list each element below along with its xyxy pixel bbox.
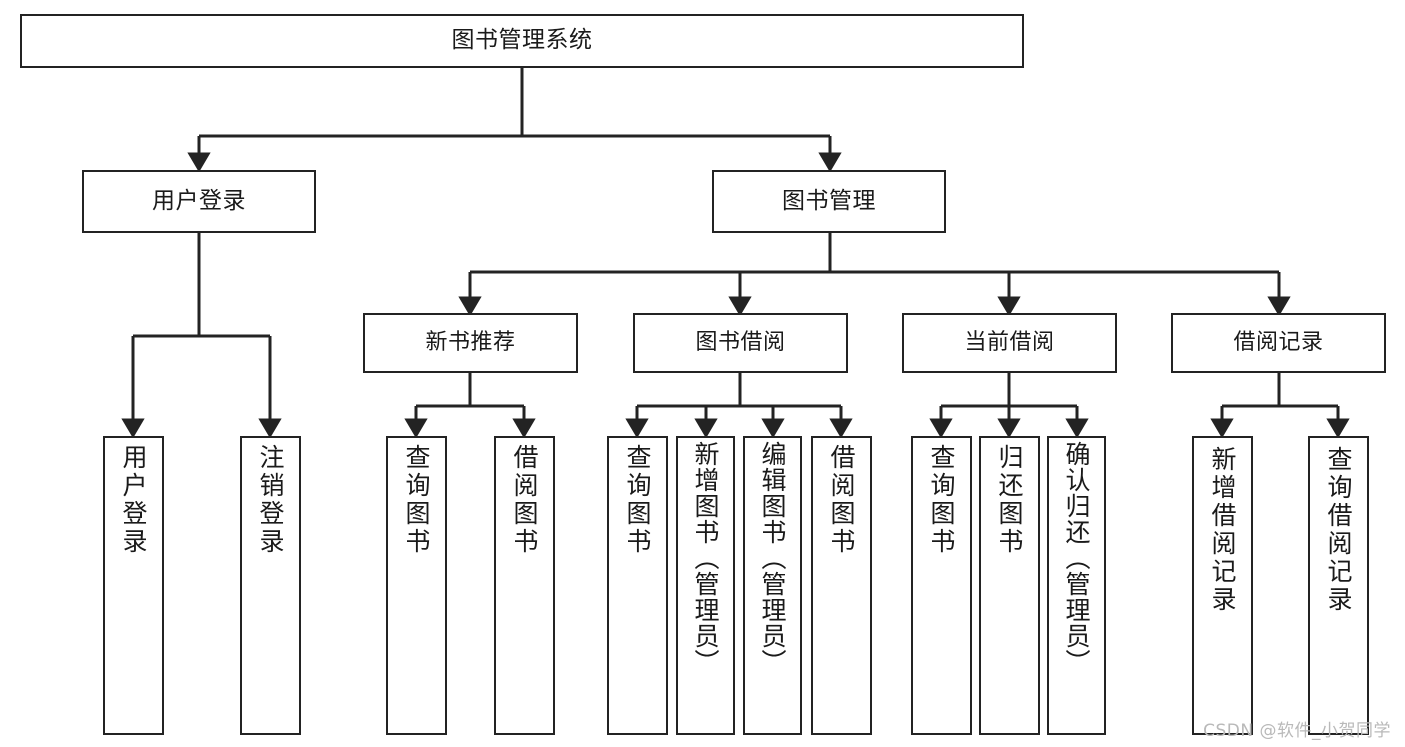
leaf-query-book-1[interactable]: 查询图书	[386, 436, 447, 735]
node-new-book-rec-label: 新书推荐	[425, 330, 516, 356]
node-borrow-record-label: 借阅记录	[1233, 330, 1324, 356]
leaf-add-book[interactable]: 新增图书（管理员）	[676, 436, 735, 735]
leaf-return-book-label: 归还图书	[995, 444, 1024, 556]
leaf-confirm-return-label: 确认归还（管理员）	[1062, 441, 1091, 675]
leaf-borrow-book-1-label: 借阅图书	[510, 444, 539, 556]
node-book-borrow-label: 图书借阅	[695, 330, 786, 356]
node-book-mgmt[interactable]: 图书管理	[712, 170, 946, 233]
leaf-return-book[interactable]: 归还图书	[979, 436, 1040, 735]
node-current-borrow[interactable]: 当前借阅	[902, 313, 1117, 373]
leaf-confirm-return[interactable]: 确认归还（管理员）	[1047, 436, 1106, 735]
leaf-logout-label: 注销登录	[256, 444, 285, 556]
node-current-borrow-label: 当前借阅	[964, 330, 1055, 356]
leaf-edit-book-label: 编辑图书（管理员）	[758, 441, 787, 675]
leaf-query-book-1-label: 查询图书	[402, 444, 431, 556]
leaf-borrow-book-1[interactable]: 借阅图书	[494, 436, 555, 735]
leaf-query-book-2[interactable]: 查询图书	[607, 436, 668, 735]
leaf-user-login[interactable]: 用户登录	[103, 436, 164, 735]
leaf-user-login-label: 用户登录	[119, 444, 148, 556]
leaf-query-book-3-label: 查询图书	[927, 444, 956, 556]
node-new-book-rec[interactable]: 新书推荐	[363, 313, 578, 373]
leaf-logout[interactable]: 注销登录	[240, 436, 301, 735]
leaf-query-record-label: 查询借阅记录	[1324, 446, 1353, 614]
node-book-mgmt-label: 图书管理	[782, 187, 876, 214]
leaf-edit-book[interactable]: 编辑图书（管理员）	[743, 436, 802, 735]
leaf-add-book-label: 新增图书（管理员）	[691, 441, 720, 675]
node-borrow-record[interactable]: 借阅记录	[1171, 313, 1386, 373]
leaf-query-record[interactable]: 查询借阅记录	[1308, 436, 1369, 735]
node-root[interactable]: 图书管理系统	[20, 14, 1024, 68]
leaf-add-record[interactable]: 新增借阅记录	[1192, 436, 1253, 735]
node-root-label: 图书管理系统	[451, 27, 593, 54]
leaf-borrow-book-2-label: 借阅图书	[827, 444, 856, 556]
watermark: CSDN @软件_小贺同学	[1203, 721, 1391, 741]
leaf-add-record-label: 新增借阅记录	[1208, 446, 1237, 614]
node-book-borrow[interactable]: 图书借阅	[633, 313, 848, 373]
leaf-query-book-2-label: 查询图书	[623, 444, 652, 556]
leaf-borrow-book-2[interactable]: 借阅图书	[811, 436, 872, 735]
node-user-login-label: 用户登录	[152, 187, 246, 214]
leaf-query-book-3[interactable]: 查询图书	[911, 436, 972, 735]
node-user-login[interactable]: 用户登录	[82, 170, 316, 233]
